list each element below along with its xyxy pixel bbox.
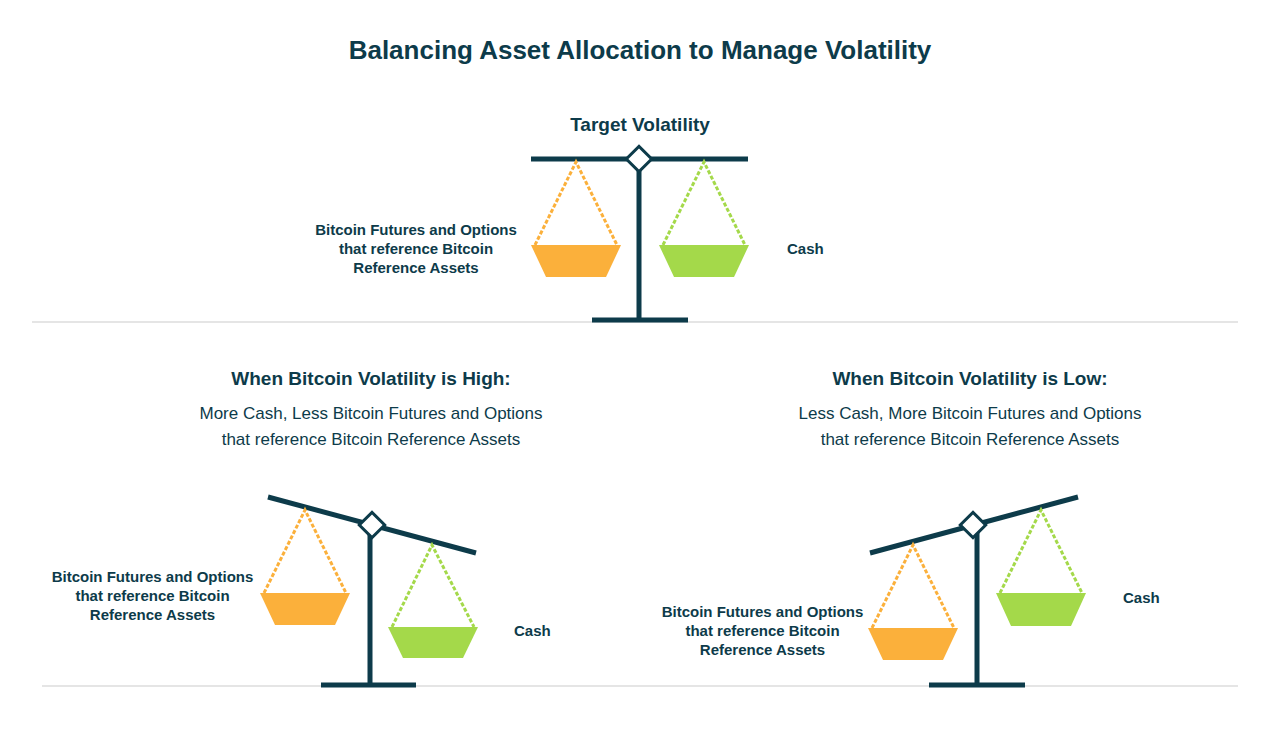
pan-label: Bitcoin Futures and Options that referen…: [50, 567, 255, 624]
scenario-heading: When Bitcoin Volatility is High:: [161, 367, 581, 391]
pan-label: Bitcoin Futures and Options that referen…: [660, 602, 865, 659]
balanced-scale: [531, 146, 749, 320]
pan-label: Cash: [514, 621, 551, 640]
tilted-scale-high: [260, 497, 478, 685]
scenario-heading: When Bitcoin Volatility is Low:: [760, 367, 1180, 391]
scenario-body: More Cash, Less Bitcoin Futures and Opti…: [186, 401, 556, 453]
scale-heading: Target Volatility: [440, 113, 840, 137]
tilted-scale-low: [868, 497, 1086, 685]
pan-label: Bitcoin Futures and Options that referen…: [311, 220, 521, 277]
scenario-body: Less Cash, More Bitcoin Futures and Opti…: [785, 401, 1155, 453]
pan-label: Cash: [787, 239, 824, 258]
divider: [42, 685, 1238, 687]
pan-label: Cash: [1123, 588, 1160, 607]
diagram-title: Balancing Asset Allocation to Manage Vol…: [190, 34, 1090, 66]
